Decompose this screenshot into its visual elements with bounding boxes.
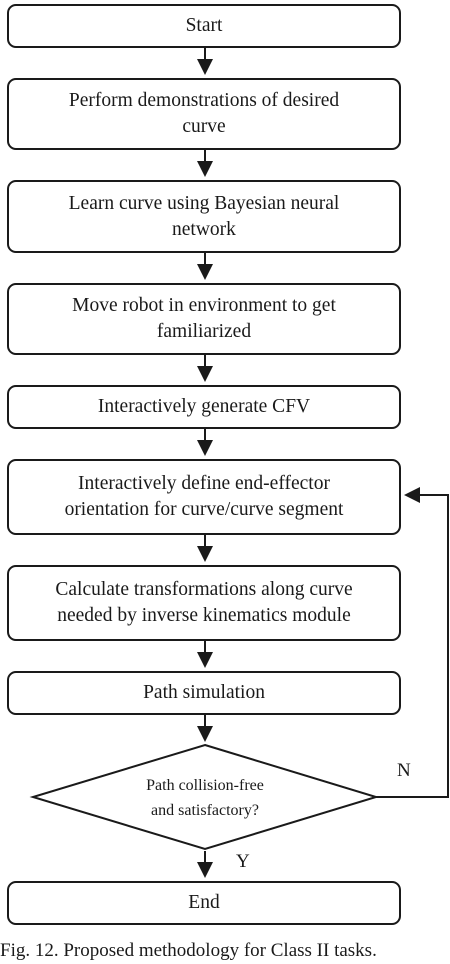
orientation-line-2: orientation for curve/curve segment (64, 499, 344, 520)
learn-line-1: Learn curve using Bayesian neural (68, 192, 340, 214)
transformations-line-1: Calculate transformations along curve (55, 579, 353, 600)
move-line-1: Move robot in environment to get (72, 295, 336, 316)
demonstrations-box: Perform demonstrations of desired curve (7, 78, 401, 150)
start-box: Start (7, 4, 401, 48)
move-line-2: familiarized (156, 321, 252, 342)
decision-line-1: Path collision-free (146, 777, 264, 794)
learn-box: Learn curve using Bayesian neural networ… (7, 180, 401, 253)
transformations-box: Calculate transformations along curve ne… (7, 565, 401, 641)
learn-line-2: network (172, 218, 236, 240)
no-branch-label: N (397, 760, 411, 781)
simulation-box: Path simulation (7, 671, 401, 715)
demonstrations-line-2: curve (182, 116, 226, 137)
orientation-box: Interactively define end-effector orient… (7, 459, 401, 535)
move-box: Move robot in environment to get familia… (7, 283, 401, 355)
demonstrations-line-1: Perform demonstrations of desired (68, 90, 340, 111)
orientation-line-1: Interactively define end-effector (78, 473, 330, 494)
figure-caption: Fig. 12. Proposed methodology for Class … (0, 940, 377, 961)
cfv-box: Interactively generate CFV (7, 385, 401, 429)
transformations-line-2: needed by inverse kinematics module (57, 605, 351, 626)
decision-line-2: and satisfactory? (151, 802, 259, 819)
yes-branch-label: Y (236, 851, 250, 872)
simulation-label: Path simulation (143, 682, 265, 703)
start-label: Start (185, 15, 223, 36)
end-label: End (188, 892, 220, 913)
cfv-label: Interactively generate CFV (97, 396, 311, 417)
loop-back-arrow (376, 487, 449, 798)
decision-text: Path collision-free and satisfactory? (60, 773, 350, 823)
end-box: End (7, 881, 401, 925)
decision-diamond (29, 743, 380, 851)
